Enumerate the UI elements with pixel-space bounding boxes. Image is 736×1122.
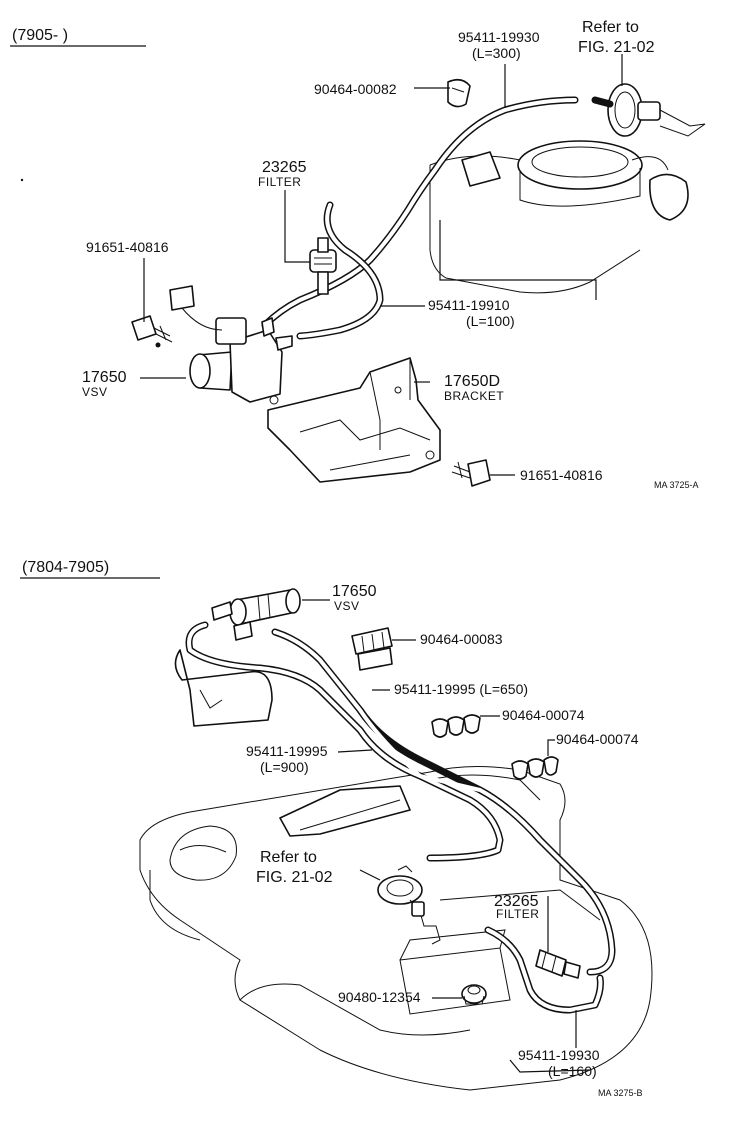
top-leaders — [140, 54, 623, 476]
top-hose-95411-19910-part: 95411-19910 — [428, 297, 510, 313]
bottom-hose-95411-19930-spec: (L=160) — [548, 1063, 597, 1079]
bottom-section: (7804-7905) — [20, 559, 653, 1098]
bottom-ref-code: MA 3275-B — [598, 1088, 643, 1098]
bottom-hose-95411-19995-650-label: 95411-19995 (L=650) — [394, 681, 528, 697]
top-ref-code: MA 3725-A — [654, 480, 699, 490]
top-vsv-part: 17650 — [82, 369, 127, 386]
bottom-filter — [535, 949, 581, 979]
bottom-hoses — [185, 621, 616, 1014]
top-bolt-right-label: 91651-40816 — [520, 467, 603, 483]
top-filter-part: 23265 — [262, 159, 307, 176]
bottom-vsv-mount — [174, 649, 273, 727]
top-actuator — [607, 83, 706, 221]
bottom-refer-line2: FIG. 21-02 — [256, 869, 333, 886]
bottom-leaders — [302, 599, 591, 1073]
top-bolt-right — [451, 459, 491, 487]
bottom-engine-body — [139, 765, 653, 1091]
bottom-clip-90464-00074-b — [511, 756, 559, 780]
top-hose-95411-19910-spec: (L=100) — [466, 313, 515, 329]
bottom-hose-95411-19930-part: 95411-19930 — [518, 1047, 600, 1063]
top-bolt-left-label: 91651-40816 — [86, 239, 169, 255]
top-refer-line1: Refer to — [582, 19, 639, 36]
bottom-hose-95411-19995-900-part: 95411-19995 — [246, 743, 328, 759]
bottom-actuator — [377, 865, 441, 945]
top-bolt-left — [131, 315, 173, 348]
top-hoses — [261, 96, 614, 340]
top-bracket-part: 17650D — [444, 373, 500, 390]
bottom-clip-90464-00083-label: 90464-00083 — [420, 631, 503, 647]
bottom-clip-90464-00074-a-label: 90464-00074 — [502, 707, 585, 723]
bottom-hose-95411-19995-900-spec: (L=900) — [260, 759, 309, 775]
bottom-filter-name: FILTER — [496, 907, 539, 921]
bottom-grommet-label: 90480-12354 — [338, 989, 421, 1005]
top-engine-body — [429, 140, 669, 294]
top-vsv-name: VSV — [82, 385, 108, 399]
top-hose-95411-19930-spec: (L=300) — [472, 45, 521, 61]
top-vsv — [169, 285, 293, 403]
top-filter-name: FILTER — [258, 175, 301, 189]
top-refer-line2: FIG. 21-02 — [578, 39, 655, 56]
bottom-filter-part: 23265 — [494, 893, 539, 910]
bottom-grommet — [461, 984, 487, 1005]
bottom-clip-90464-00074-b-label: 90464-00074 — [556, 731, 639, 747]
bottom-vsv-name: VSV — [334, 599, 360, 613]
top-section: (7905- ) — [10, 19, 706, 490]
top-labels: 95411-19930 (L=300) Refer to FIG. 21-02 … — [82, 19, 699, 490]
bottom-labels: 17650 VSV 90464-00083 95411-19995 (L=650… — [246, 583, 643, 1098]
bottom-clip-90464-00074-a — [431, 714, 481, 738]
top-hose-95411-19930-part: 95411-19930 — [458, 29, 540, 45]
bottom-vsv — [211, 588, 301, 641]
bottom-range-label: (7804-7905) — [22, 559, 109, 576]
bottom-vsv-part: 17650 — [332, 583, 377, 600]
top-bracket-name: BRACKET — [444, 389, 504, 403]
stray-mark — [20, 178, 24, 182]
bottom-clip-90464-00083 — [351, 627, 393, 671]
bottom-refer-line1: Refer to — [260, 849, 317, 866]
top-bracket — [267, 357, 441, 483]
top-range-label: (7905- ) — [12, 27, 68, 44]
top-filter — [309, 237, 337, 295]
top-clip-90464-00082 — [447, 78, 471, 108]
top-clip-90464-00082-label: 90464-00082 — [314, 81, 397, 97]
